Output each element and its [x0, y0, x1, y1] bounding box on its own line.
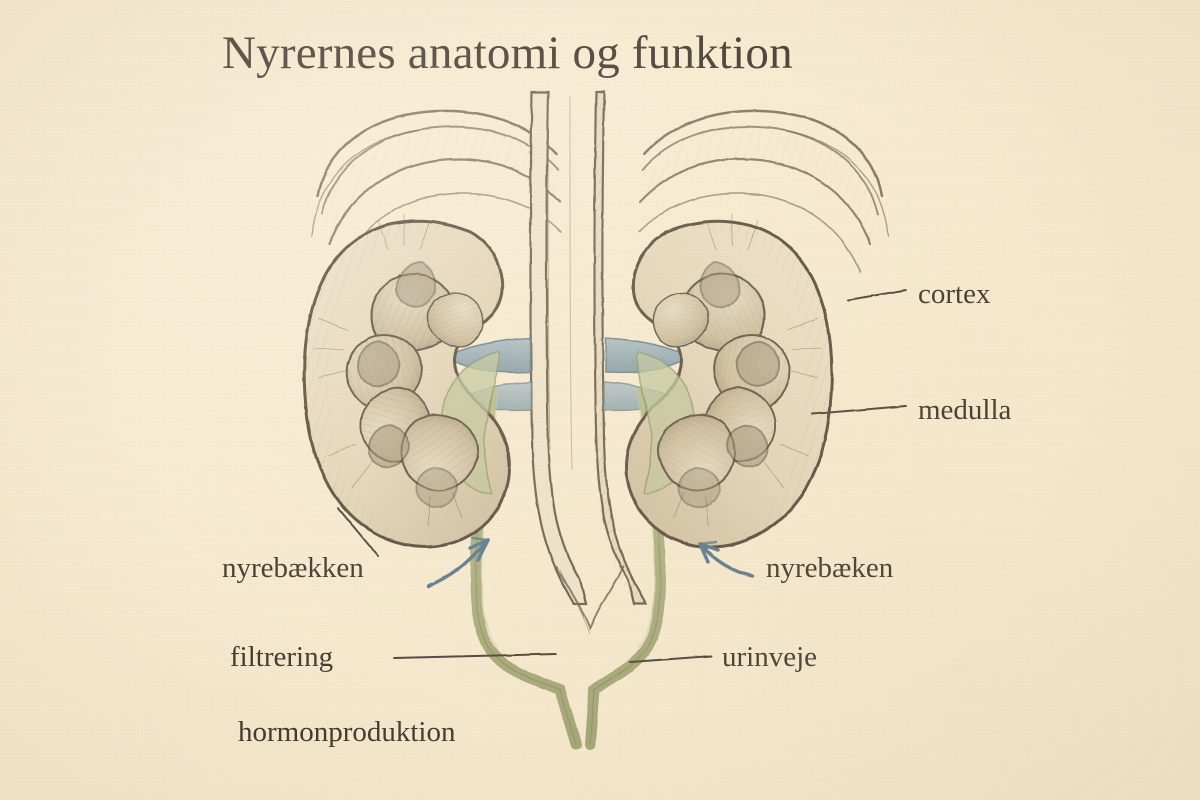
leader-lines	[337, 289, 907, 663]
label-urinveje: urinveje	[722, 641, 818, 673]
page-title: Nyrernes anatomi og funktion	[222, 27, 793, 79]
left-striations	[313, 214, 463, 527]
leader-pelvis-left	[337, 507, 379, 557]
label-nyrebaekken-left: nyrebækken	[222, 552, 364, 584]
label-medulla: medulla	[918, 394, 1012, 426]
central-vessels	[529, 90, 648, 635]
arrow-left-pelvis	[426, 536, 490, 588]
label-filtrering: filtrering	[230, 641, 334, 673]
rib-arch-shading	[322, 126, 878, 244]
leader-urinveje	[629, 655, 713, 663]
right-striations	[673, 214, 823, 527]
right-calyces	[678, 260, 780, 509]
leader-cortex	[847, 289, 907, 301]
label-cortex: cortex	[918, 278, 991, 310]
label-hormonproduktion: hormonproduktion	[238, 716, 456, 748]
arrow-right-pelvis	[698, 540, 754, 578]
left-calyces	[356, 260, 458, 509]
label-nyrebaeken-right: nyrebæken	[766, 552, 894, 584]
left-kidney	[302, 214, 511, 549]
pelvis-arrows	[426, 536, 754, 588]
right-kidney	[625, 214, 834, 549]
inferior-vena-cava	[529, 90, 588, 606]
leader-medulla	[811, 405, 907, 415]
leader-filtrering	[393, 653, 557, 659]
